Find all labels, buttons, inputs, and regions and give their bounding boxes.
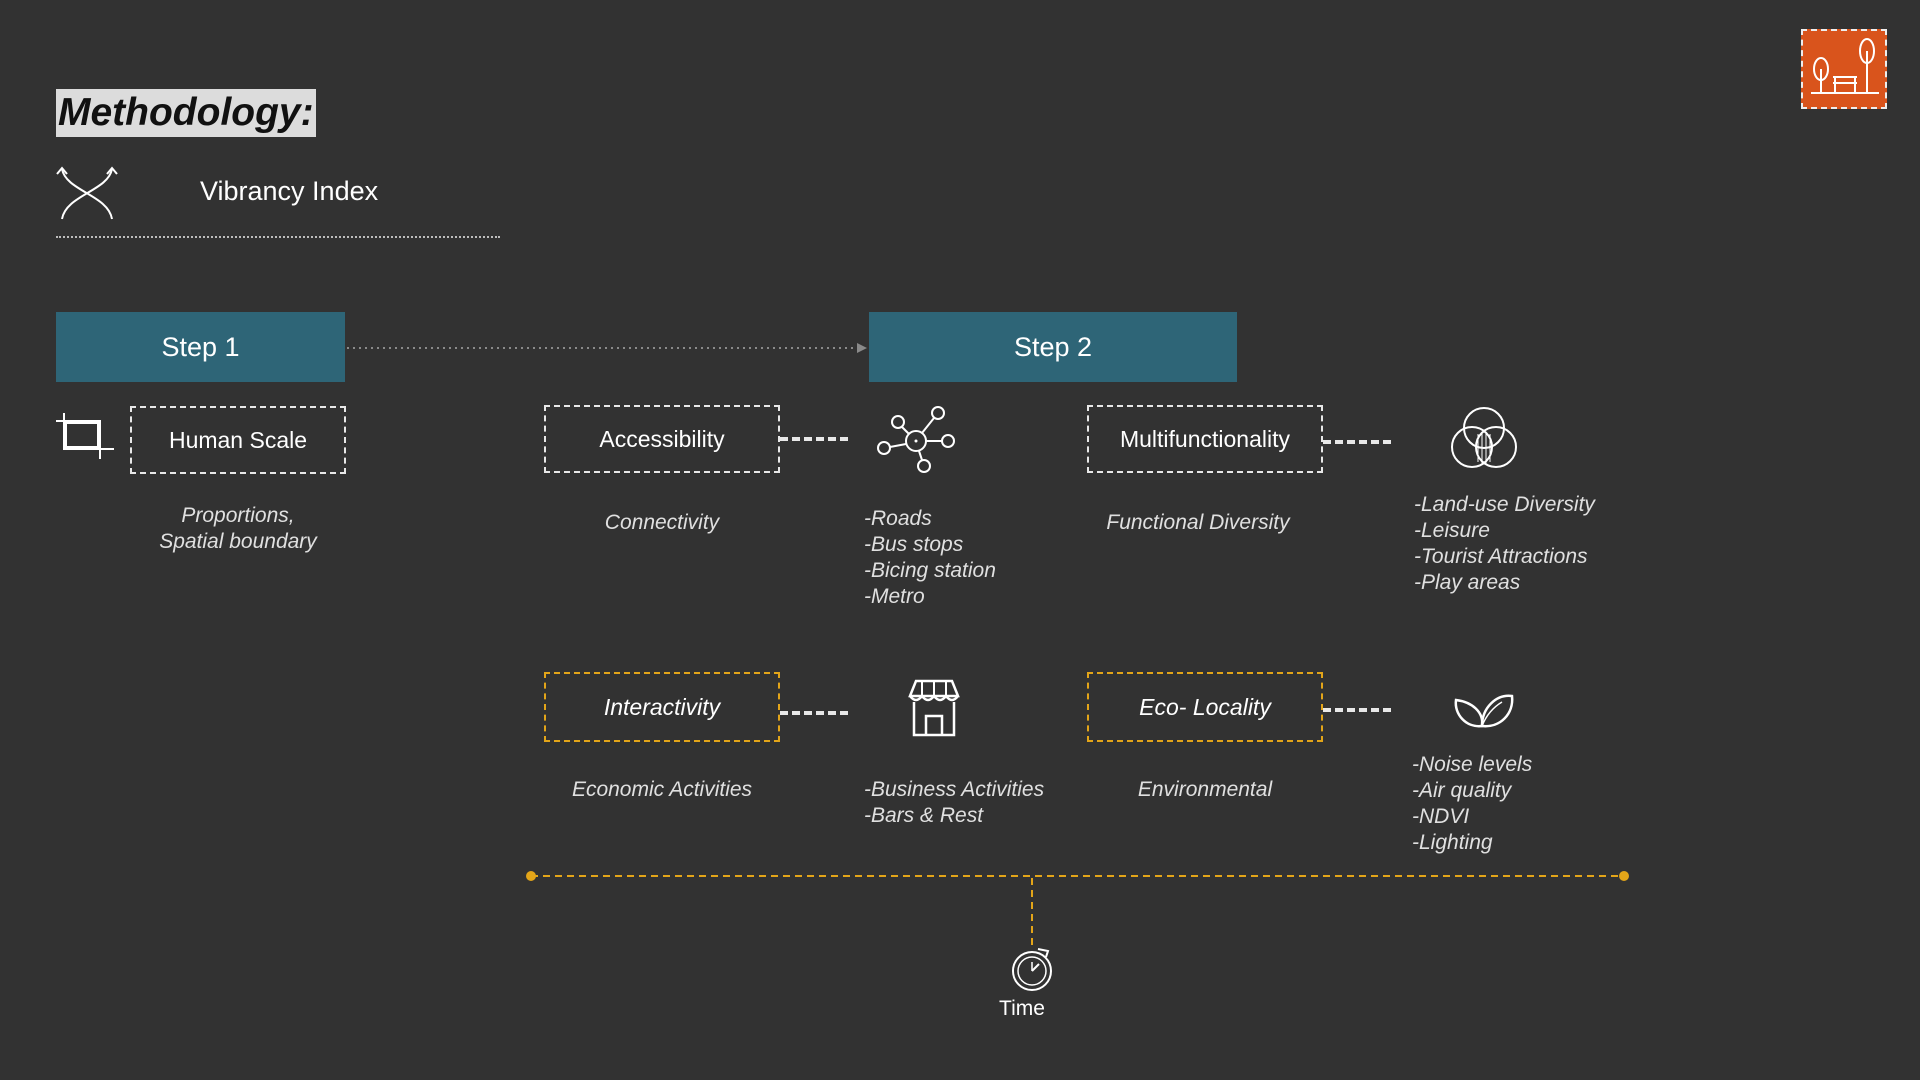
interactivity-box: Interactivity: [544, 672, 780, 742]
eco-locality-box: Eco- Locality: [1087, 672, 1323, 742]
crop-icon: [56, 413, 114, 459]
list-item: -Leisure: [1414, 519, 1490, 542]
human-scale-box: Human Scale: [130, 406, 346, 474]
header-divider: [56, 236, 500, 238]
multifunctionality-items: -Land-use Diversity -Leisure -Tourist At…: [1414, 492, 1595, 596]
multifunctionality-label: Multifunctionality: [1119, 425, 1291, 452]
list-item: -Play areas: [1414, 571, 1521, 594]
list-item: -Business Activities: [864, 778, 1045, 801]
list-item: -Land-use Diversity: [1414, 493, 1595, 516]
leaves-icon: [1454, 694, 1514, 728]
page-title: Methodology:: [56, 89, 316, 137]
time-axis: [526, 871, 1629, 946]
vibrancy-index-label: Vibrancy Index: [200, 176, 379, 206]
accessibility-connector: [780, 437, 848, 441]
crossing-arrows-icon: [56, 166, 118, 220]
accessibility-box: Accessibility: [544, 405, 780, 473]
step-1-banner: Step 1: [56, 312, 345, 382]
list-item: -Noise levels: [1412, 753, 1533, 776]
accessibility-description: Connectivity: [604, 511, 720, 534]
list-item: -Bicing station: [864, 559, 996, 582]
interactivity-label: Interactivity: [603, 693, 721, 720]
list-item: -Tourist Attractions: [1414, 545, 1588, 568]
list-item: -Air quality: [1412, 779, 1512, 802]
accessibility-items: -Roads -Bus stops -Bicing station -Metro: [864, 506, 996, 610]
human-scale-label: Human Scale: [168, 426, 308, 453]
accessibility-label: Accessibility: [599, 425, 725, 452]
list-item: -Roads: [864, 507, 932, 530]
venn-diagram-icon: [1451, 407, 1517, 468]
step-2-banner: Step 2: [869, 312, 1237, 382]
list-item: -Bus stops: [864, 533, 964, 556]
eco-locality-items: -Noise levels -Air quality -NDVI -Lighti…: [1412, 752, 1532, 856]
list-item: -NDVI: [1412, 805, 1470, 828]
list-item: -Metro: [864, 585, 925, 608]
interactivity-description: Economic Activities: [571, 778, 753, 801]
network-nodes-icon: [877, 406, 955, 473]
human-scale-description: Proportions, Spatial boundary: [159, 504, 317, 553]
eco-locality-label: Eco- Locality: [1139, 693, 1271, 720]
eco-locality-description: Environmental: [1137, 778, 1273, 801]
time-label: Time: [999, 997, 1045, 1020]
interactivity-connector: [780, 711, 848, 715]
eco-locality-connector: [1323, 708, 1391, 712]
stopwatch-icon: [1012, 948, 1052, 991]
list-item: -Lighting: [1412, 831, 1493, 854]
list-item: -Bars & Rest: [864, 804, 984, 827]
multifunctionality-description: Functional Diversity: [1106, 511, 1290, 534]
multifunctionality-box: Multifunctionality: [1087, 405, 1323, 473]
step-connector-arrow: [347, 343, 867, 353]
park-bench-trees-icon: [1801, 29, 1887, 109]
multifunctionality-connector: [1323, 440, 1391, 444]
interactivity-items: -Business Activities -Bars & Rest: [864, 777, 1044, 829]
storefront-icon: [908, 679, 960, 737]
